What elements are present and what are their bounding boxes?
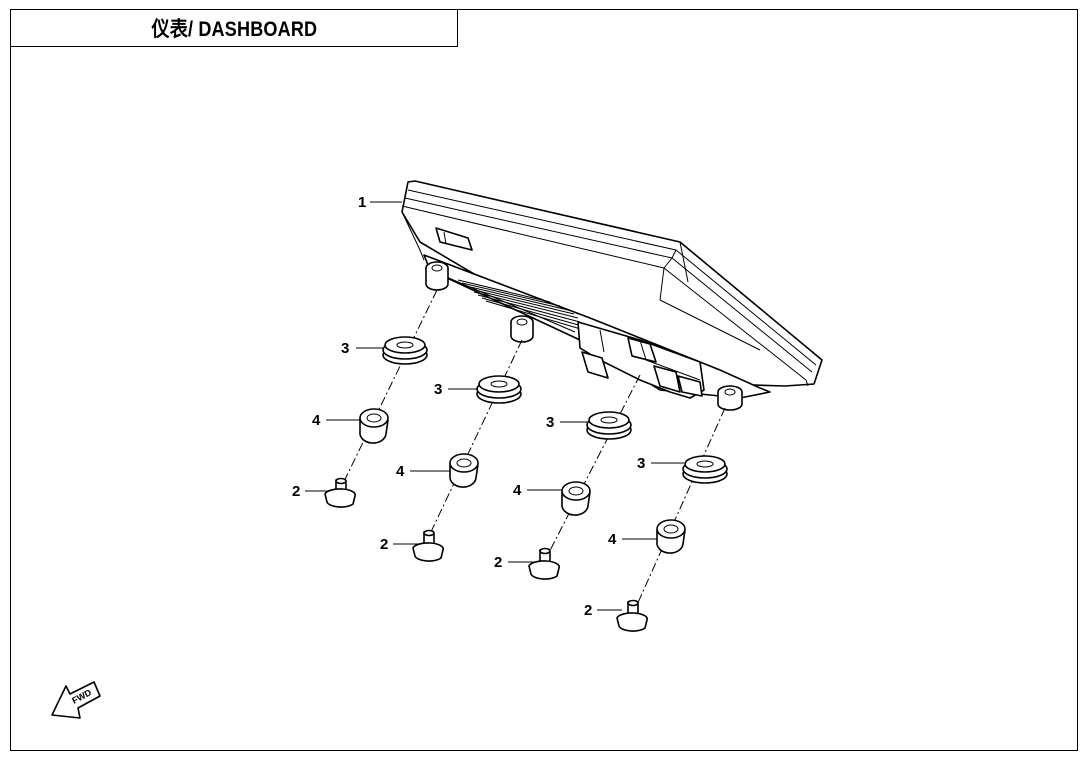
collar-part-4-b (449, 453, 479, 488)
bolt-part-2-a (324, 477, 356, 508)
callout-part-2: 2 (494, 554, 502, 571)
callout-part-1: 1 (358, 194, 366, 211)
forward-arrow-icon: FWD (51, 681, 101, 719)
callout-part-2: 2 (292, 483, 300, 500)
callout-part-2: 2 (584, 602, 592, 619)
grommet-part-3-c (586, 411, 632, 440)
callout-part-3: 3 (434, 381, 442, 398)
callout-part-4: 4 (396, 463, 405, 480)
callout-part-3: 3 (341, 340, 349, 357)
callout-part-4: 4 (513, 482, 522, 499)
mount-boss-b (510, 315, 534, 343)
leader-lines (305, 201, 684, 611)
collar-part-4-d (656, 519, 686, 554)
page-title: 仪表/ DASHBOARD (151, 18, 317, 41)
bolt-part-2-c (528, 547, 560, 580)
grommet-part-3-b (476, 375, 522, 404)
callout-part-4: 4 (608, 531, 617, 548)
callout-part-4: 4 (312, 412, 321, 429)
title-block: 仪表/ DASHBOARD (10, 9, 458, 47)
callout-part-3: 3 (637, 455, 645, 472)
dashboard-assembly (401, 180, 823, 411)
grommet-part-3-a (382, 336, 428, 365)
callout-part-2: 2 (380, 536, 388, 553)
mount-boss-c (717, 385, 743, 411)
collar-part-4-a (359, 408, 389, 444)
bolt-part-2-b (412, 529, 444, 562)
callout-labels: 1 3 3 3 3 4 4 4 4 2 2 2 2 (292, 194, 645, 619)
callout-part-3: 3 (546, 414, 554, 431)
bolt-part-2-d (616, 599, 648, 632)
collar-part-4-c (561, 481, 591, 516)
mount-boss-a (425, 261, 449, 291)
drawing-frame (10, 9, 1078, 751)
grommet-part-3-d (682, 455, 728, 484)
